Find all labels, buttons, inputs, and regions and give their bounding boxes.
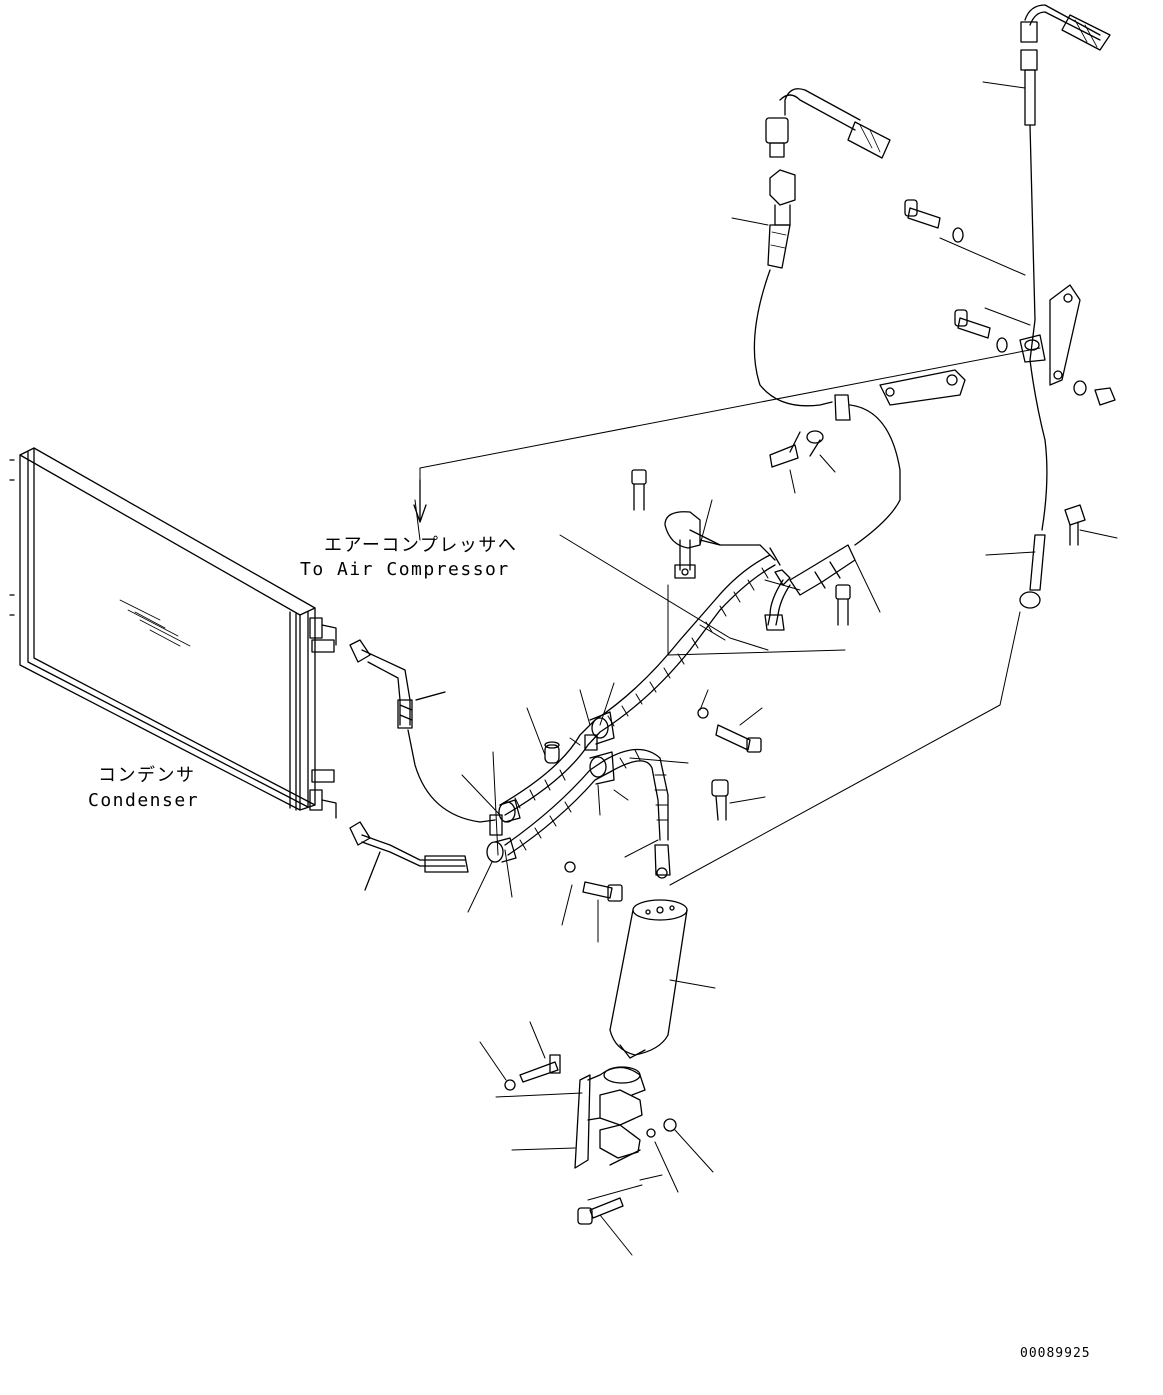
compressor-fitting-2	[764, 544, 856, 631]
air-compressor-label-jp: エアーコンプレッサへ	[324, 535, 517, 556]
air-compressor-label-en: To Air Compressor	[300, 559, 510, 580]
air-compressor-arrow	[413, 479, 427, 523]
upper-bracket-1	[769, 369, 966, 468]
condenser-label-jp: コンデンサ	[98, 765, 196, 786]
upper-line-2	[1019, 4, 1111, 609]
condenser-outlet-tube	[349, 639, 496, 823]
receiver-drier	[609, 899, 688, 1059]
condenser	[9, 447, 337, 819]
condenser-label-en: Condenser	[88, 790, 199, 811]
upper-line-1	[753, 88, 901, 546]
drawing-number: 00089925	[1020, 1346, 1091, 1361]
center-bolts	[564, 469, 851, 902]
condenser-inlet-tube	[349, 821, 469, 891]
bracket-bolts	[519, 1054, 624, 1225]
lower-hose	[504, 748, 671, 879]
compressor-fitting-1	[664, 511, 781, 579]
drier-bracket	[504, 1066, 677, 1169]
leader-lines	[414, 81, 1118, 1256]
hose-fittings	[486, 711, 615, 863]
upper-bracket-2	[904, 199, 1116, 546]
upper-hose	[499, 554, 776, 816]
